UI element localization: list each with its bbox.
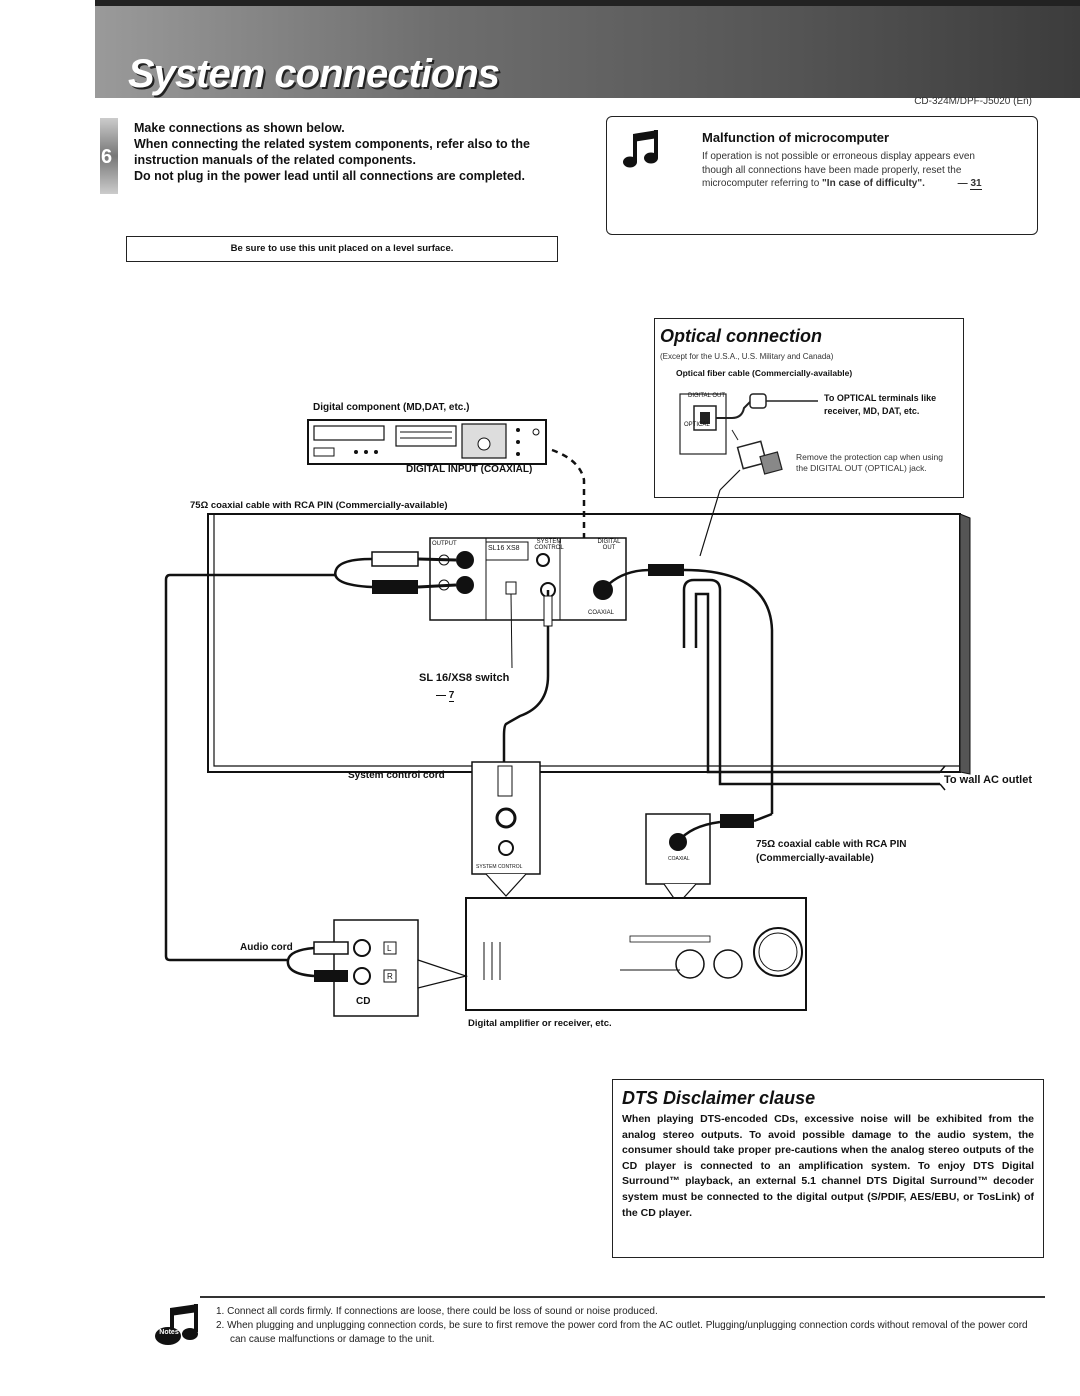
optical-title: Optical connection [660,326,823,346]
optical-connection-box [654,318,964,498]
switch-page-ref: — 7 [436,690,455,702]
optical-jack-label: OPTICAL [684,422,710,428]
switch-page-number: 7 [448,690,455,702]
optical-diagram [679,393,818,475]
coax-cable-top-label: 75Ω coaxial cable with RCA PIN (Commerci… [190,500,448,511]
system-control-label: SYSTEM CONTROL [534,539,564,551]
dts-title: DTS Disclaimer clause [622,1088,816,1108]
optical-subtitle: (Except for the U.S.A., U.S. Military an… [660,352,834,361]
malfunction-body: If operation is not possible or erroneou… [702,151,975,189]
dts-disclaimer-box [612,1079,1044,1258]
coax-cable-bottom-label: 75Ω coaxial cable with RCA PIN (Commerci… [756,839,907,864]
notes-icon-label: Notes [159,1329,179,1336]
digital-input-label: DIGITAL INPUT (COAXIAL) [406,464,533,475]
page-tab [100,118,118,194]
malfunction-title: Malfunction of microcomputer [702,130,890,145]
sl-xs8-label: SL16 XS8 [488,545,520,552]
digital-component-label: Digital component (MD,DAT, etc.) [313,402,470,413]
coaxial-jack-label: COAXIAL [668,856,690,862]
dts-text: When playing DTS-encoded CDs, excessive … [622,1113,1034,1219]
model-number: CD-324M/DPF-J5020 (En) [914,96,1032,107]
note-item: 1. Connect all cords firmly. If connecti… [216,1306,658,1317]
intro-line-2: When connecting the related system compo… [134,137,530,167]
system-control-cord-label: System control cord [348,770,445,781]
intro-line-3: Do not plug in the power lead until all … [134,169,526,183]
coaxial-label: COAXIAL [588,610,615,616]
page-number: 6 [101,146,113,168]
notes-list: 1. Connect all cords firmly. If connecti… [216,1305,1046,1347]
malfunction-page-ref: 31 [970,178,982,190]
footer-divider [200,1296,1045,1298]
system-control-jack-label: SYSTEM CONTROL [476,864,523,870]
output-label: OUTPUT [432,541,457,547]
channel-l-label: L [387,944,392,953]
note-item: 2. When plugging and unplugging connecti… [216,1320,1028,1345]
digital-component-device [307,419,547,465]
optical-cable-label: Optical fiber cable (Commercially-availa… [676,368,853,378]
malfunction-ref: "In case of difficulty". [822,178,925,189]
optical-to-terminals: To OPTICAL terminals like receiver, MD, … [824,393,937,416]
malfunction-box [606,116,1038,235]
switch-label: SL 16/XS8 switch [419,672,510,684]
page-title: System connections [128,52,500,96]
malfunction-text: If operation is not possible or erroneou… [702,151,982,190]
level-surface-note: Be sure to use this unit placed on a lev… [126,236,558,262]
channel-r-label: R [387,972,393,981]
notes-icon [155,1304,198,1345]
intro-line-1: Make connections as shown below. [134,121,345,135]
header-band [95,0,1080,98]
amp-label: Digital amplifier or receiver, etc. [468,1018,612,1029]
digital-out-label: DIGITAL OUT [597,539,621,551]
optical-digital-out-label: DIGITAL OUT [688,393,726,399]
connection-diagram [164,448,971,1017]
optical-remove-cap: Remove the protection cap when using the… [796,452,943,473]
audio-cord-label: Audio cord [240,942,293,953]
music-note-icon [623,128,662,168]
cd-input-label: CD [356,996,371,1007]
wall-ac-label: To wall AC outlet [944,774,1032,786]
intro-instructions: Make connections as shown below. When co… [134,120,558,184]
